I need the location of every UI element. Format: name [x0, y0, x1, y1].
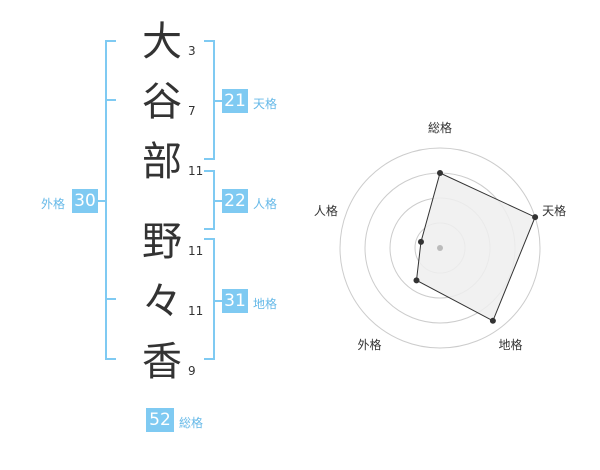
name-char-6: 香: [142, 339, 182, 385]
chikaku-bracket: [204, 238, 215, 360]
tenkaku-label: 天格: [253, 97, 278, 111]
stroke-count-2: 7: [188, 104, 196, 118]
radar-axis-label-2: 天格: [542, 203, 566, 218]
chikaku-label: 地格: [253, 297, 278, 311]
soukaku-value: 52: [146, 408, 174, 432]
jinkaku-value: 22: [222, 189, 248, 213]
radar-axis-label-3: 地格: [499, 337, 523, 352]
radar-ring-4: [339, 147, 541, 349]
name-char-2: 谷: [142, 79, 182, 125]
radar-point-3: [489, 317, 496, 324]
stroke-count-3: 11: [188, 164, 204, 178]
jinkaku-label: 人格: [253, 197, 278, 211]
radar-point-2: [532, 214, 539, 221]
stroke-count-4: 11: [188, 244, 204, 258]
stroke-count-5: 11: [188, 304, 204, 318]
stroke-count-1: 3: [188, 44, 196, 58]
name-char-1: 大: [142, 19, 182, 65]
radar-center: [437, 245, 443, 251]
name-char-3: 部: [142, 139, 182, 185]
radar-axis-label-1: 総格: [428, 120, 452, 135]
gaikaku-value: 30: [72, 189, 98, 213]
radar-point-1: [437, 170, 443, 176]
radar-point-5: [417, 238, 424, 245]
radar-point-4: [413, 277, 420, 284]
chikaku-value: 31: [222, 289, 248, 313]
name-char-5: 々: [142, 279, 182, 325]
radar-polygon: [415, 172, 536, 322]
soukaku-label: 総格: [179, 416, 204, 430]
radar-axis-label-4: 外格: [357, 337, 381, 352]
radar-axis-label-5: 人格: [314, 203, 338, 218]
gaikaku-label: 外格: [41, 197, 66, 211]
stroke-count-6: 9: [188, 364, 196, 378]
name-char-4: 野: [142, 219, 182, 265]
tenkaku-value: 21: [222, 89, 248, 113]
